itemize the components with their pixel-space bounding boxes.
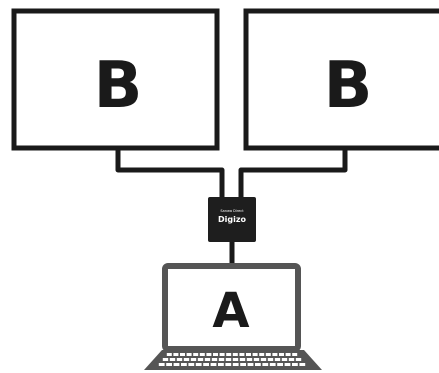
laptop: A [144,263,322,370]
keyboard-key [240,363,246,366]
keyboard-key [203,363,209,366]
keyboard-key [173,353,179,356]
keyboard-key [299,363,306,366]
keyboard-key [285,353,291,356]
keyboard-key [158,363,165,366]
keyboard-key [186,353,192,356]
keyboard-key [239,353,245,356]
keyboard-key [225,358,232,361]
cables [115,148,348,266]
keyboard-key [199,353,205,356]
keyboard-key [162,358,169,361]
keyboard-key [253,358,260,361]
keyboard-key [247,363,254,366]
monitor-right-label: B [324,49,373,123]
keyboard-key [193,353,199,356]
keyboard-key [180,353,185,356]
splitter-brand-small: Sanwa Direct [220,209,244,213]
keyboard-key [166,363,172,366]
keyboard-key [277,363,283,366]
keyboard-key [169,358,176,361]
keyboard-key [246,353,251,356]
keyboard-key [232,353,238,356]
keyboard-key [218,358,225,361]
keyboard-key [166,353,172,356]
splitter-box: Sanwa Direct Digizo [208,197,256,242]
keyboard-key [260,358,267,361]
splitter-brand-name: Digizo [218,215,247,224]
laptop-label: A [212,283,249,339]
keyboard-key [279,353,284,356]
cable-right-monitor [238,148,348,197]
keyboard-key [206,353,212,356]
keyboard-key [269,363,276,366]
keyboard-key [213,353,218,356]
keyboard-key [246,358,253,361]
keyboard-key [218,363,224,366]
keyboard-key [272,353,278,356]
keyboard-key [181,363,187,366]
keyboard-key [262,363,269,366]
monitor-left: B [11,8,220,151]
keyboard-key [259,353,265,356]
keyboard-key [210,363,217,366]
keyboard-key [226,353,232,356]
keyboard-key [197,358,204,361]
keyboard-key [204,358,211,361]
keyboard-key [252,353,258,356]
keyboard-key [225,363,232,366]
keyboard-key [173,363,180,366]
laptop-screen [162,263,301,352]
keyboard-key [267,358,274,361]
keyboard-key [211,358,218,361]
keyboard-key [288,358,295,361]
cable-left-monitor [115,148,225,197]
keyboard-key [281,358,288,361]
keyboard-key [255,363,261,366]
keyboard-key [295,358,302,361]
keyboard-key [292,353,298,356]
monitor-right: B [243,8,439,151]
keyboard-key [195,363,202,366]
keyboard-key [232,358,239,361]
keyboard-key [274,358,281,361]
keyboard-key [176,358,183,361]
keyboard-key [190,358,197,361]
keyboard-key [183,358,190,361]
keyboard-key [265,353,271,356]
laptop-keyboard [158,353,306,366]
keyboard-key [284,363,291,366]
keyboard-key [239,358,246,361]
keyboard-key [188,363,195,366]
monitor-left-label: B [94,49,143,123]
keyboard-key [292,363,298,366]
keyboard-key [219,353,225,356]
keyboard-key [232,363,239,366]
